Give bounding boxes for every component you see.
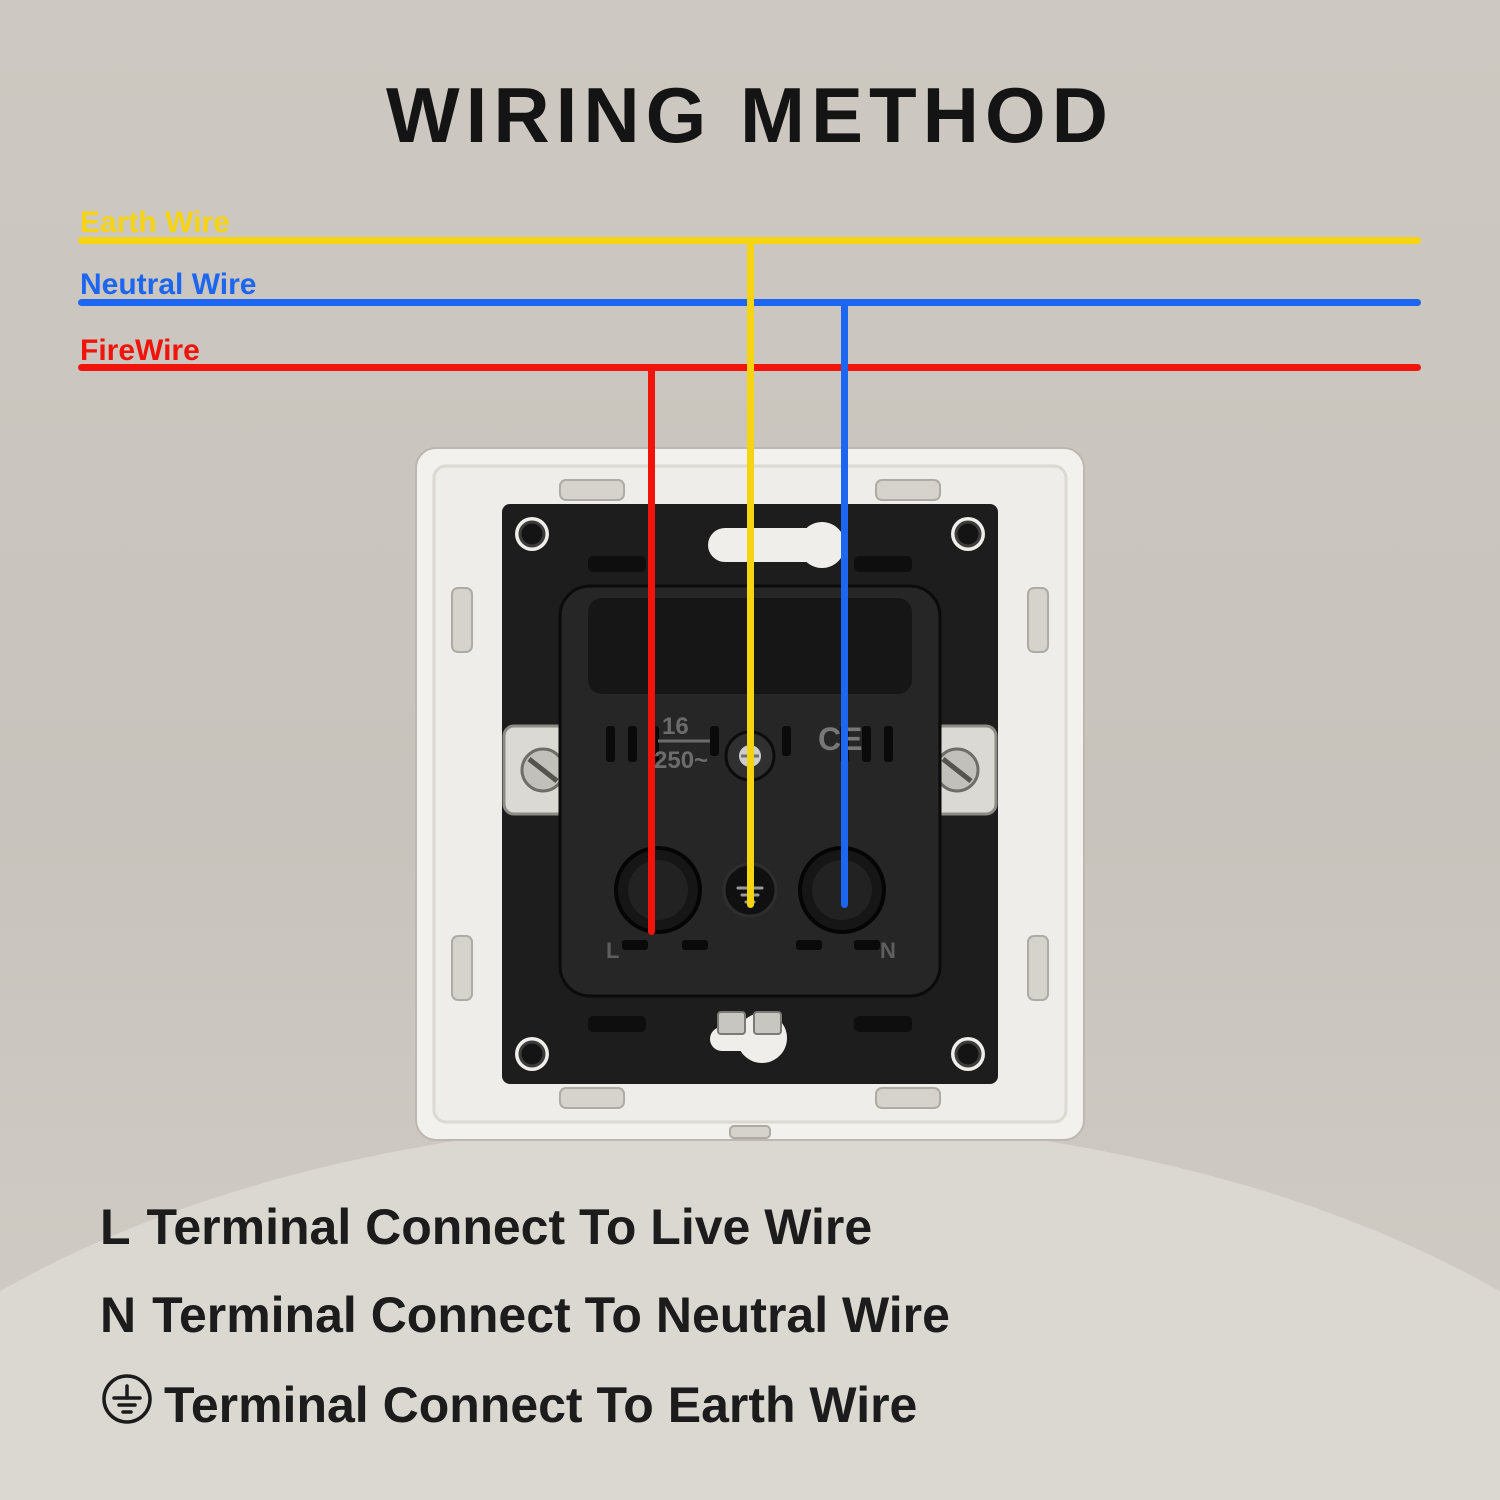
neutral-wire-vertical [841, 299, 848, 908]
rating-current: 16 [662, 713, 689, 740]
ce-mark: CE [818, 721, 862, 757]
instruction-earth-text: Terminal Connect To Earth Wire [164, 1377, 918, 1433]
page-title: WIRING METHOD [386, 71, 1114, 159]
instruction-live-lead: L [100, 1199, 131, 1255]
instruction-earth: Terminal Connect To Earth Wire [100, 1372, 917, 1438]
earth-wire-vertical [747, 237, 754, 908]
earth-wire-label: Earth Wire [80, 206, 230, 239]
terminal-n-label: N [880, 938, 896, 963]
instruction-neutral-lead: N [100, 1287, 137, 1343]
corner-screws [518, 520, 982, 1068]
instruction-live: L Terminal Connect To Live Wire [100, 1198, 872, 1256]
earth-symbol-icon [100, 1372, 154, 1438]
fire-wire-label: FireWire [80, 334, 200, 367]
instruction-neutral: N Terminal Connect To Neutral Wire [100, 1286, 950, 1344]
bottom-clip-right [753, 1011, 782, 1035]
bottom-clip-left [717, 1011, 746, 1035]
terminal-l-label: L [606, 938, 619, 963]
instruction-neutral-text: Terminal Connect To Neutral Wire [152, 1287, 950, 1343]
contact-slots [606, 726, 893, 950]
instruction-live-text: Terminal Connect To Live Wire [146, 1199, 873, 1255]
frame-slots [451, 479, 1049, 1139]
top-keyhole [708, 528, 826, 562]
rating-voltage: 250~ [654, 747, 708, 774]
fire-wire-vertical [648, 364, 655, 935]
neutral-wire-label: Neutral Wire [80, 268, 257, 301]
